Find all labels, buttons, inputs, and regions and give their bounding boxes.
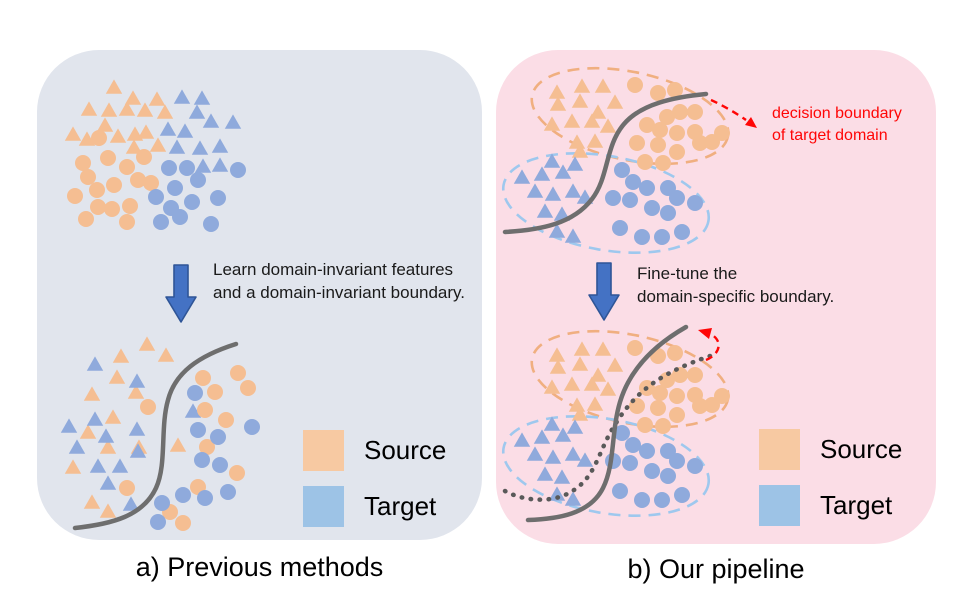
annotation-line: decision boundary [772,105,902,122]
legend-label-source: Source [364,435,447,465]
legend-label-target: Target [820,490,893,520]
legend-label-target: Target [364,491,437,521]
legend-item-target: Target [759,485,902,526]
previous-step-description: Learn domain-invariant features and a do… [213,258,503,304]
legend-item-source: Source [759,429,902,470]
decision-boundary-annotation: decision boundary of target domain [772,103,952,147]
legend-label-source: Source [820,434,903,464]
source-swatch-icon [759,429,800,470]
caption-our-pipeline: b) Our pipeline [627,554,805,584]
flow-text-line: Fine-tune the [637,264,738,283]
legend-ours: Source Target [759,429,902,541]
legend-item-target: Target [303,486,446,527]
target-swatch-icon [759,485,800,526]
target-swatch-icon [303,486,344,527]
flow-text-line: and a domain-invariant boundary. [213,283,466,302]
legend-previous: Source Target [303,430,446,542]
caption-previous-methods: a) Previous methods [135,552,384,582]
flow-text-line: Learn domain-invariant features [213,260,454,279]
ours-step-description: Fine-tune the domain-specific boundary. [637,262,917,308]
legend-item-source: Source [303,430,446,471]
flow-text-line: domain-specific boundary. [637,287,835,306]
annotation-line: of target domain [772,127,888,144]
source-swatch-icon [303,430,344,471]
